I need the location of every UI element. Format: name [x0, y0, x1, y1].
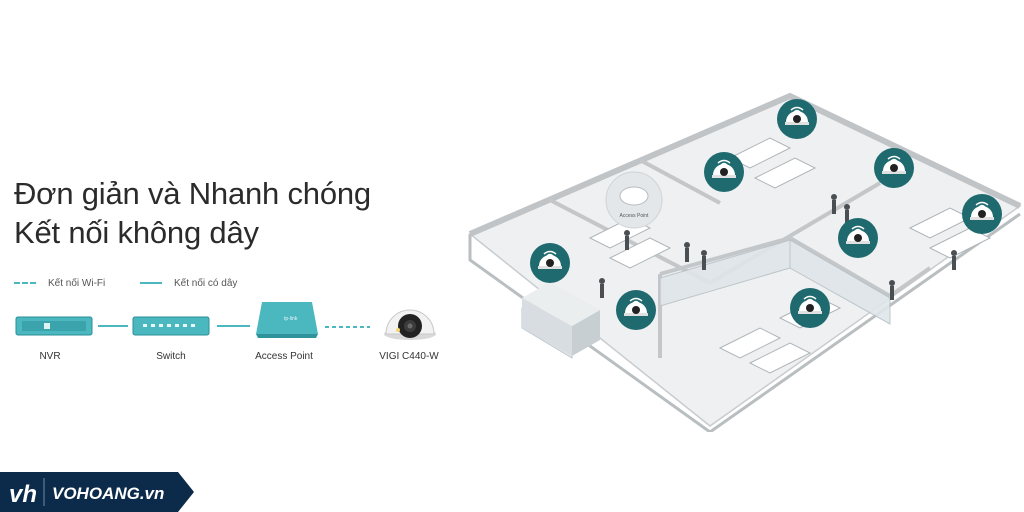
heading-line-2: Kết nối không dây — [14, 215, 259, 250]
device-chain: tp-link — [15, 302, 436, 340]
brand-name: VOHOANG.vn — [52, 484, 164, 503]
heading-line-1: Đơn giản và Nhanh chóng — [14, 176, 371, 211]
camera-badge-icon — [704, 152, 744, 192]
access-point-marker-label: Access Point — [620, 213, 650, 219]
access-point-marker: Access Point — [605, 171, 663, 229]
legend-wired: Kết nối có dây — [140, 278, 237, 289]
reception-desk — [522, 282, 600, 356]
solid-line-icon — [140, 282, 162, 285]
camera-badge-icon — [962, 194, 1002, 234]
camera-device-icon — [384, 309, 436, 340]
people — [599, 194, 957, 300]
camera-badge-icon — [874, 148, 914, 188]
legend-wifi: Kết nối Wi-Fi — [14, 278, 105, 289]
camera-badge-icon — [616, 290, 656, 330]
access-point-device-icon: tp-link — [256, 302, 318, 338]
camera-badge-icon — [777, 99, 817, 139]
camera-badge-icon — [838, 218, 878, 258]
svg-text:tp-link: tp-link — [284, 316, 298, 322]
nvr-device-icon — [15, 316, 93, 336]
outer-wall — [468, 212, 1021, 432]
back-wall — [468, 92, 1022, 237]
brand-logo-icon: vh — [9, 481, 37, 508]
legend-wired-label: Kết nối có dây — [174, 278, 238, 289]
access-point-label: Access Point — [255, 351, 313, 362]
brand-banner: vh VOHOANG.vn — [0, 472, 194, 512]
camera-badge-icon — [790, 288, 830, 328]
camera-label: VIGI C440-W — [379, 351, 439, 362]
switch-label: Switch — [156, 351, 186, 362]
camera-badge-icon — [530, 243, 570, 283]
legend-wifi-label: Kết nối Wi-Fi — [48, 278, 106, 289]
nvr-label: NVR — [39, 351, 61, 362]
office-floorplan: Access Point — [468, 92, 1022, 432]
switch-device-icon — [132, 316, 210, 336]
camera-badges — [530, 99, 1002, 330]
dashed-line-icon — [14, 282, 36, 285]
